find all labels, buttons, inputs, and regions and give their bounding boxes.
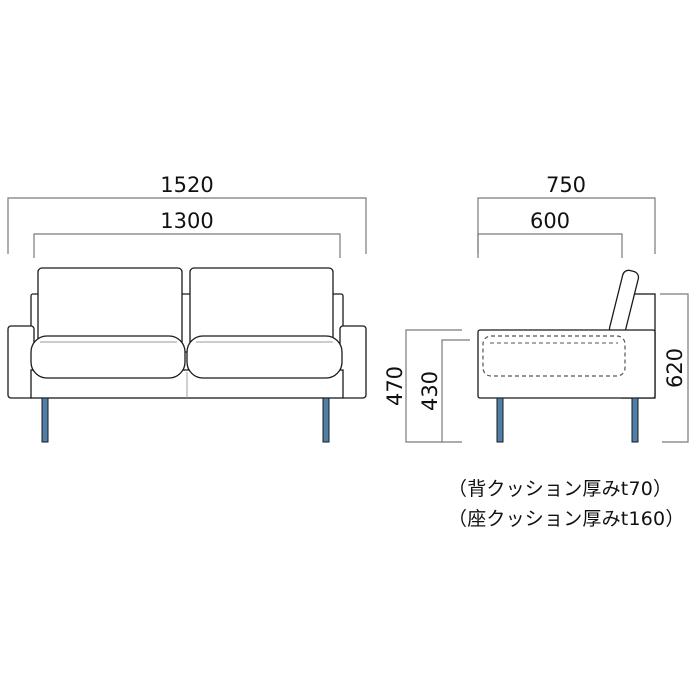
sofa-front (7, 267, 367, 399)
arm-height-dimension-line (405, 329, 462, 443)
side-leg-back (631, 397, 639, 443)
seat-depth-label: 600 (530, 209, 570, 233)
inner-width-label: 1300 (160, 209, 213, 233)
front-seat-cushion-left (30, 335, 186, 379)
inner-width-dimension-line (33, 233, 341, 258)
front-legs (41, 397, 330, 443)
seat-depth-dimension: 600 (477, 209, 623, 258)
side-arm-body (477, 329, 656, 399)
front-view: 1520 1300 (7, 173, 367, 443)
seat-height-dimension-line (441, 339, 470, 442)
seat-height-dimension: 430 (418, 339, 470, 442)
overall-height-dimension: 620 (660, 293, 689, 443)
overall-width-dimension-line (7, 197, 367, 254)
seat-height-label: 430 (418, 371, 442, 411)
front-armrest-left (7, 325, 35, 399)
front-leg-right (322, 397, 330, 443)
overall-height-dimension-line (660, 293, 689, 443)
side-leg-front (496, 397, 504, 443)
arm-height-dimension: 470 (383, 329, 462, 443)
overall-depth-label: 750 (546, 173, 586, 197)
arm-height-label: 470 (383, 366, 407, 406)
seat-depth-dimension-line (477, 233, 623, 258)
side-seat-cushion-hidden (482, 335, 626, 377)
overall-height-label: 620 (663, 348, 687, 388)
inner-width-dimension: 1300 (33, 209, 341, 258)
overall-width-dimension: 1520 (7, 173, 367, 254)
back-cushion-thickness-note: （背クッション厚みt70） (448, 478, 673, 500)
front-seat-cushion-right (186, 335, 343, 379)
side-view: 750 600 620 470 430 (383, 173, 689, 443)
seat-cushion-thickness-note: （座クッション厚みt160） (448, 508, 685, 530)
overall-width-label: 1520 (160, 173, 213, 197)
front-armrest-right (339, 325, 367, 399)
front-leg-left (41, 397, 49, 443)
side-legs (496, 397, 639, 443)
sofa-side (477, 269, 656, 399)
overall-depth-dimension-line (477, 197, 656, 254)
overall-depth-dimension: 750 (477, 173, 656, 254)
